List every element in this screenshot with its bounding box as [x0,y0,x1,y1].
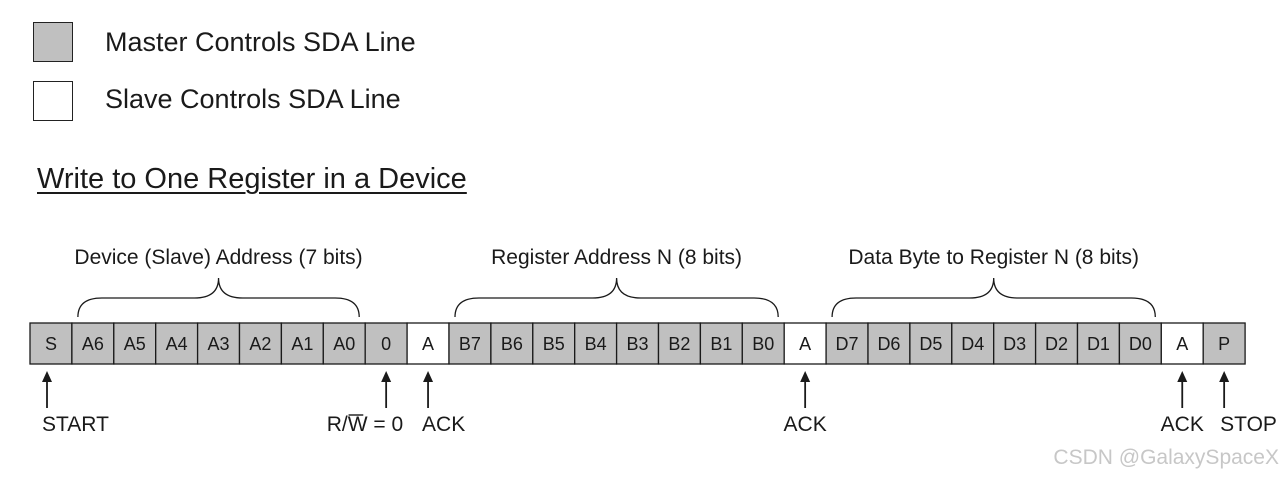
bit-label: A5 [124,334,146,354]
bit-label: A0 [333,334,355,354]
bit-label: B5 [543,334,565,354]
bit-label: B2 [668,334,690,354]
bit-label: A [1176,334,1188,354]
marker-arrow-head [1177,371,1188,382]
bit-label: D7 [836,334,859,354]
bit-cell [951,322,995,365]
bit-label: P [1218,334,1230,354]
marker-arrow-head [423,371,434,382]
bit-label: D6 [877,334,900,354]
marker-arrow-head [42,371,52,382]
marker-arrow-head [800,371,811,382]
bit-cell [532,322,576,365]
bit-label: B1 [710,334,732,354]
bit-label: D1 [1087,334,1110,354]
legend-swatch-slave [33,81,73,121]
group-label: Data Byte to Register N (8 bits) [848,246,1139,269]
bit-cell [1202,322,1246,365]
bit-label: A6 [82,334,104,354]
group-brace [831,277,1156,318]
marker-arrow-head [1219,371,1230,382]
group-brace [77,277,360,318]
bit-cell [364,322,408,365]
group-label: Device (Slave) Address (7 bits) [74,246,362,269]
bit-cell [196,322,241,365]
bit-label: A1 [291,334,313,354]
bit-cell [280,322,324,365]
bit-label: B0 [752,334,774,354]
bit-label: A4 [166,334,188,354]
watermark: CSDN @GalaxySpaceX [1053,446,1279,469]
marker-label: START [42,413,109,436]
bit-cell [71,322,115,365]
bit-label: D4 [961,334,984,354]
bit-cell [155,322,199,365]
bit-label: D3 [1003,334,1026,354]
marker-label: STOP [1220,413,1277,436]
marker-label: ACK [422,413,465,436]
bit-label: D5 [919,334,942,354]
bit-label: B7 [459,334,481,354]
bit-cell [615,322,660,365]
bit-label: B3 [627,334,649,354]
bit-label: A [422,334,434,354]
bit-label: A2 [249,334,271,354]
bit-label: S [45,334,57,354]
group-label: Register Address N (8 bits) [491,246,742,269]
bit-label: B6 [501,334,523,354]
marker-label: R/W = 0 [327,413,403,436]
legend-label-slave: Slave Controls SDA Line [105,84,401,114]
group-brace [454,277,779,318]
bit-cell [1034,322,1079,365]
diagram-title: Write to One Register in a Device [37,163,467,195]
legend-label-master: Master Controls SDA Line [105,27,416,57]
bit-label: D0 [1129,334,1152,354]
bit-cell [574,322,618,365]
bit-cell [657,322,702,365]
bit-label: A3 [208,334,230,354]
bit-cell [783,322,827,365]
bit-label: 0 [381,334,391,354]
bit-cell [867,322,911,365]
bit-cell [29,322,73,365]
bit-label: A [799,334,811,354]
legend-swatch-master [33,22,73,62]
bit-label: B4 [585,334,607,354]
marker-arrow-head [381,371,392,382]
bit-cell [1160,322,1204,365]
bit-cell [113,322,157,365]
marker-label: ACK [1161,413,1204,436]
bit-cell [825,322,869,365]
bit-cell [993,322,1037,365]
marker-label: ACK [784,413,827,436]
bit-label: D2 [1045,334,1068,354]
bit-cell [448,322,492,365]
bit-cell [322,322,366,365]
